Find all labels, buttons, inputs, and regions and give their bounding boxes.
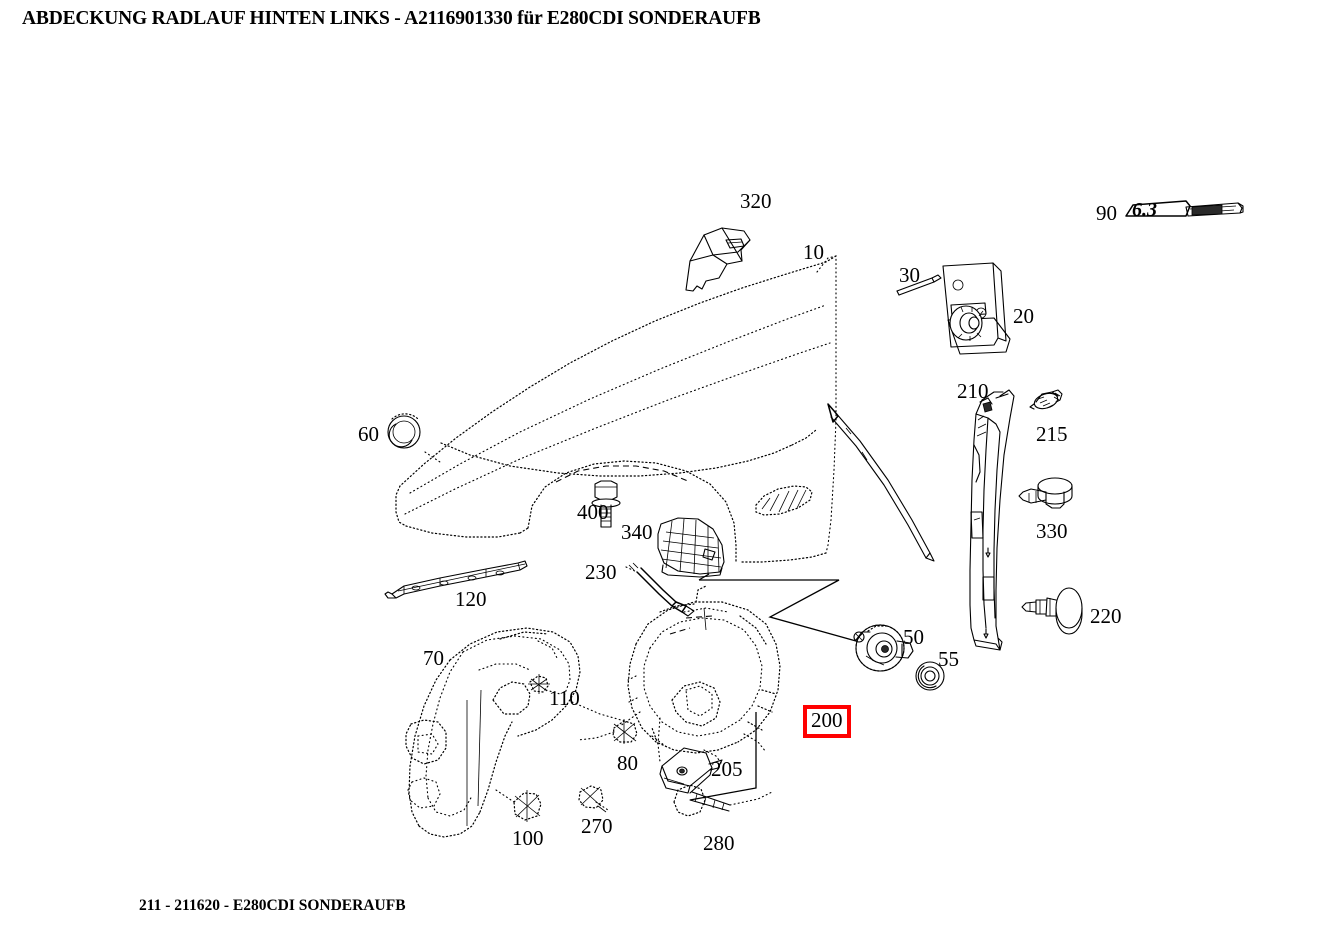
callout-30[interactable]: 30 xyxy=(899,263,920,287)
callout-120[interactable]: 120 xyxy=(455,587,487,611)
callout-200-highlighted[interactable]: 200 xyxy=(803,705,851,738)
part-340-mesh-grille xyxy=(657,517,725,578)
part-20-bracket xyxy=(942,262,1011,355)
callout-90[interactable]: 90 xyxy=(1096,201,1117,225)
part-270-screw xyxy=(578,785,609,813)
callout-70[interactable]: 70 xyxy=(423,646,444,670)
callout-320[interactable]: 320 xyxy=(740,189,772,213)
callout-100[interactable]: 100 xyxy=(512,826,544,850)
callout-270[interactable]: 270 xyxy=(581,814,613,838)
part-320-bracket xyxy=(685,227,751,292)
part-280-screw xyxy=(673,784,773,817)
part-10-fender-panel xyxy=(395,255,837,563)
callout-340[interactable]: 340 xyxy=(621,520,653,544)
part-110-clip xyxy=(528,674,550,694)
callout-215[interactable]: 215 xyxy=(1036,422,1068,446)
page-footer: 211 - 211620 - E280CDI SONDERAUFB xyxy=(139,897,406,914)
part-215-clip xyxy=(1029,389,1063,410)
part-220-rivet xyxy=(1021,587,1083,635)
callout-20[interactable]: 20 xyxy=(1013,304,1034,328)
page-title: ABDECKUNG RADLAUF HINTEN LINKS - A211690… xyxy=(22,8,761,29)
part-205-plate xyxy=(651,717,723,794)
callout-280[interactable]: 280 xyxy=(703,831,735,855)
svg-text:6.3: 6.3 xyxy=(1132,199,1157,221)
callout-330[interactable]: 330 xyxy=(1036,519,1068,543)
part-100-clip xyxy=(495,789,542,822)
part-90-emblem: 6.3 xyxy=(1125,199,1244,221)
callout-230[interactable]: 230 xyxy=(585,560,617,584)
part-230-arrow xyxy=(625,562,695,617)
part-60-grommet xyxy=(387,413,441,463)
part-80-clip xyxy=(612,719,638,744)
callout-110[interactable]: 110 xyxy=(549,686,580,710)
callout-400[interactable]: 400 xyxy=(577,500,609,524)
callout-205[interactable]: 205 xyxy=(711,757,743,781)
callout-50[interactable]: 50 xyxy=(903,625,924,649)
callout-220[interactable]: 220 xyxy=(1090,604,1122,628)
callout-10[interactable]: 10 xyxy=(803,240,824,264)
callout-210[interactable]: 210 xyxy=(957,379,989,403)
part-210-pillar-trim xyxy=(969,389,1015,651)
part-seal-strip xyxy=(827,403,935,562)
callout-80[interactable]: 80 xyxy=(617,751,638,775)
part-200-wheel-arch-cover xyxy=(627,585,781,765)
callout-55[interactable]: 55 xyxy=(938,647,959,671)
callout-60[interactable]: 60 xyxy=(358,422,379,446)
part-330-clip xyxy=(1018,477,1073,509)
